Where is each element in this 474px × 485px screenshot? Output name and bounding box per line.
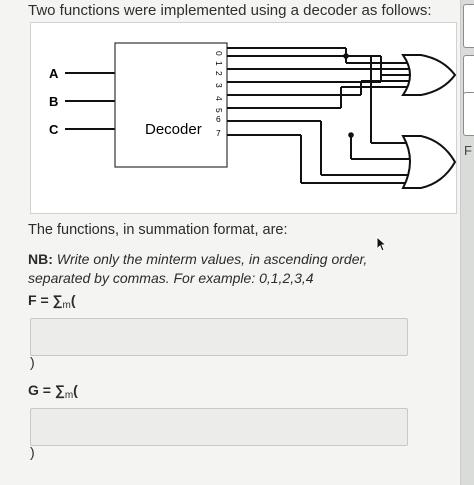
g-sub: m <box>64 390 74 401</box>
g-open-paren: ( <box>73 382 78 398</box>
nb-text: Write only the minterm values, in ascend… <box>28 251 368 286</box>
decoder-output-label: 3 <box>214 83 224 88</box>
input-label-c: C <box>49 122 59 137</box>
f-function-label: F = ∑m( <box>28 292 76 311</box>
input-label-a: A <box>49 66 59 81</box>
decoder-block <box>114 42 228 168</box>
mouse-cursor-icon <box>376 236 388 252</box>
f-var: F <box>28 292 37 308</box>
decoder-output-label: 1 <box>214 61 224 66</box>
question-card: Two functions were implemented using a d… <box>0 0 461 485</box>
g-var: G <box>28 382 39 398</box>
decoder-circuit-svg: A B C Decoder 0 1 2 3 4 56 7 <box>49 42 457 189</box>
decoder-output-label: 2 <box>214 71 224 76</box>
decoder-output-label: 0 <box>214 51 224 56</box>
instructions-note: NB: Write only the minterm values, in as… <box>28 250 418 288</box>
functions-intro: The functions, in summation format, are: <box>28 222 288 238</box>
f-open-paren: ( <box>70 292 76 308</box>
or-gate-f <box>401 54 457 96</box>
g-eq: = ∑ <box>38 382 65 398</box>
question-text: Two functions were implemented using a d… <box>28 2 432 19</box>
junction-dot <box>343 53 349 59</box>
f-minterms-input[interactable] <box>30 318 408 356</box>
or-gate-g <box>401 135 457 189</box>
decoder-output-label: 7 <box>216 128 221 138</box>
decoder-output-label: 4 <box>214 96 224 101</box>
f-sub: m <box>62 300 71 311</box>
nb-prefix: NB: <box>28 251 53 267</box>
g-close-paren: ) <box>30 444 35 460</box>
g-function-label: G = ∑m( <box>28 382 78 401</box>
input-label-b: B <box>49 94 58 109</box>
f-eq: = ∑ <box>36 292 63 308</box>
decoder-label: Decoder <box>145 121 202 138</box>
decoder-output-label: 5 <box>214 108 224 113</box>
f-close-paren: ) <box>30 354 35 370</box>
decoder-output-label: 6 <box>216 114 221 124</box>
side-letter: F <box>464 143 472 158</box>
g-minterms-input[interactable] <box>30 408 408 446</box>
side-panel-fragment <box>463 4 474 48</box>
side-panel-fragment <box>463 92 474 136</box>
